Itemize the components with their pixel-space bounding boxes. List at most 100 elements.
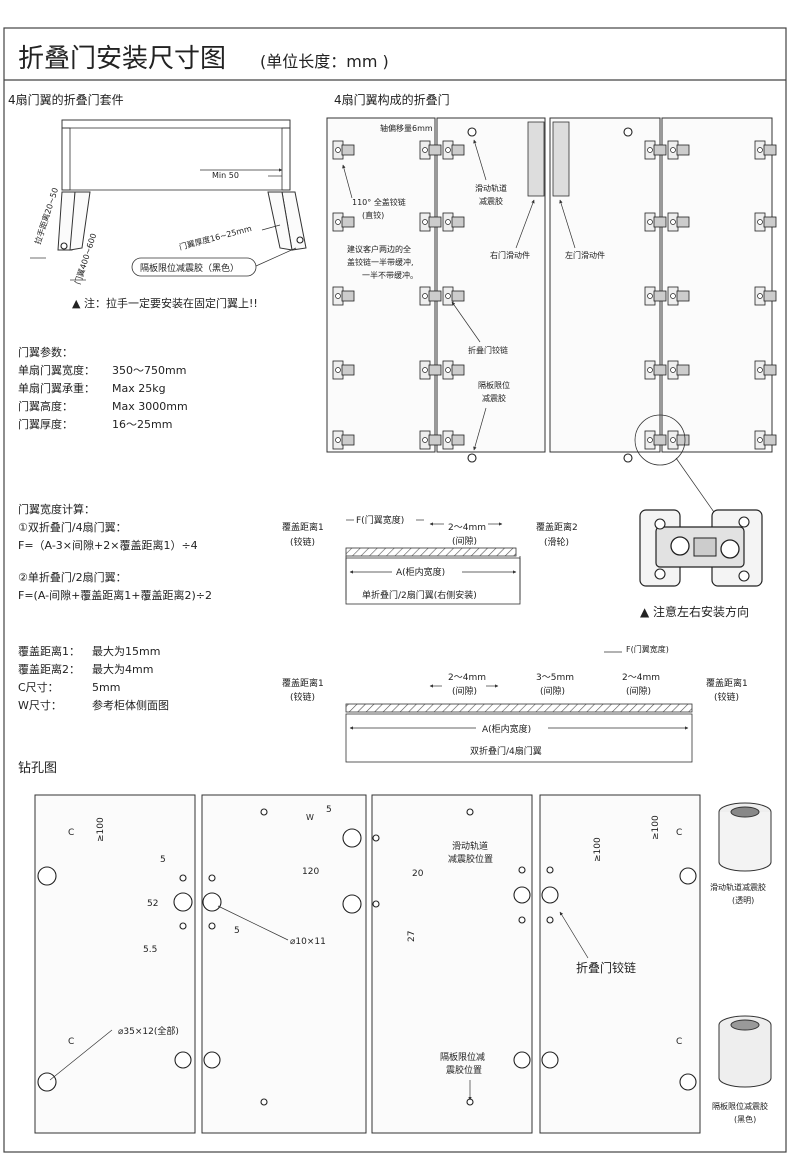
hinge-icon (754, 212, 777, 232)
hinge-icon (332, 140, 355, 160)
door-wing-hatch (345, 703, 693, 713)
c-dim-label: C (68, 1037, 74, 1047)
hinge-icon (332, 286, 355, 306)
double-formula: F=（A-3×间隙+2×覆盖距离1）÷4 (18, 538, 198, 552)
drill-panel-1 (34, 794, 196, 1134)
unit-text: (单位长度：mm ) (260, 52, 389, 71)
hinge-icon (419, 430, 442, 450)
hinge-icon (332, 430, 355, 450)
cabinet-outline (345, 713, 693, 763)
advice-text: 一半不带缓冲。 (362, 270, 418, 280)
single-formula: F=(A-间隙+覆盖距离1+覆盖距离2)÷2 (18, 588, 212, 602)
drill-hole (37, 866, 57, 886)
cover-value: 最大为15mm (92, 644, 160, 658)
drilling-section: 钻孔图 C ≥100 C 5 52 5.5 5 ⌀10×11 ⌀35×12(全部… (18, 761, 772, 1134)
hinge-icon (332, 360, 355, 380)
n52-label: 52 (147, 899, 158, 909)
track-bumper-sub: (透明) (732, 896, 754, 905)
drill-hole (260, 808, 268, 816)
drill-hole (208, 922, 216, 930)
hinge-icon (644, 212, 667, 232)
drilling-title: 钻孔图 (18, 761, 57, 776)
cover-value: 参考柜体侧面图 (92, 698, 169, 712)
hinge-icon (419, 360, 442, 380)
cover1-label: 覆盖距离1 (282, 677, 324, 689)
hinge-icon (667, 430, 690, 450)
handle-distance-label: 拉手距离20~50 (32, 186, 60, 245)
drill-hole (546, 916, 554, 924)
w-label: W (306, 813, 314, 822)
drill-hole (513, 886, 531, 904)
drill-panel-3 (371, 794, 533, 1134)
c-dim-label: C (68, 828, 74, 838)
drill-hole (202, 892, 222, 912)
hinge-icon (667, 360, 690, 380)
drill-hole (342, 894, 362, 914)
calc-heading: 门翼宽度计算： (18, 502, 95, 516)
hinge-icon (442, 212, 465, 232)
hinge-icon (644, 360, 667, 380)
param-label: 单扇门翼承重： (18, 381, 95, 395)
drill-hole (342, 828, 362, 848)
kit-section: 4扇门翼的折叠门套件 Min 50 拉手距离20~50 门翼400~600 门翼… (8, 92, 307, 310)
bumper-callout (131, 257, 257, 277)
param-value: Max 25kg (112, 382, 166, 395)
direction-note: ▲ 注意左右安装方向 (640, 604, 749, 619)
hinge-icon (754, 430, 777, 450)
n55-label: 5.5 (143, 945, 157, 955)
outer-frame (3, 27, 787, 1153)
drill-panel-4 (539, 794, 701, 1134)
drill-hole (518, 866, 526, 874)
drill-hole (541, 1051, 559, 1069)
track-pos-sub: 减震胶位置 (448, 853, 493, 865)
hinge-icon (667, 286, 690, 306)
hinge-icon (754, 140, 777, 160)
fold-hinge-label: 折叠门铰链 (468, 345, 508, 355)
door-panel-1 (326, 117, 436, 453)
gap-sub: (间隙) (452, 535, 477, 547)
bumper-pos-sub: 震胶位置 (446, 1064, 482, 1076)
n27-label: 27 (407, 931, 417, 942)
n5b-label: 5 (234, 926, 240, 936)
cabinet-top-panel (61, 119, 291, 129)
cover-label: W尺寸： (18, 698, 62, 712)
left-slider-label: 左门滑动件 (565, 250, 605, 260)
single-caption: 单折叠门/2扇门翼(右侧安装) (362, 589, 477, 601)
drill-hole (679, 1073, 697, 1091)
ge100-label: ≥100 (651, 815, 661, 840)
hinge-icon (754, 286, 777, 306)
c-dim-label: C (676, 1037, 682, 1047)
n120-label: 120 (302, 867, 319, 877)
track-label-sub: 减震胶 (479, 196, 503, 206)
param-label: 门翼厚度： (18, 417, 73, 431)
hinge-icon (754, 360, 777, 380)
drill-hole (466, 808, 474, 816)
param-value: Max 3000mm (112, 400, 188, 413)
param-label: 门翼高度： (18, 399, 73, 413)
drill-hole (518, 916, 526, 924)
hinge-group (332, 140, 777, 450)
kit-section-title: 4扇门翼的折叠门套件 (8, 92, 124, 107)
door-wing-hatch (345, 547, 517, 557)
f-width-label: F(门翼宽度) (356, 514, 404, 526)
a-width-label: A(柜内宽度) (482, 723, 531, 735)
shelf-bumper-icon (718, 1015, 772, 1088)
track-pos-label: 滑动轨道 (452, 840, 488, 852)
drill-hole (179, 922, 187, 930)
track-bumper-icon (718, 802, 772, 872)
cover1-sub: (铰链) (290, 536, 315, 548)
bumper-label-2: 减震胶 (482, 393, 506, 403)
gap-label: 2～4mm (448, 523, 486, 533)
bumper-label: 隔板限位减震胶（黑色） (140, 262, 239, 274)
drill-panel-2 (201, 794, 367, 1134)
drill-hole (679, 867, 697, 885)
shelf-bumper-sub: (黑色) (734, 1114, 756, 1124)
c-dim-label: C (676, 828, 682, 838)
drill-hole (372, 834, 380, 842)
cover1b-label: 覆盖距离1 (706, 677, 748, 689)
width-calculation: 门翼宽度计算： ①双折叠门/4扇门翼： F=（A-3×间隙+2×覆盖距离1）÷4… (18, 502, 212, 602)
assembly-section: 4扇门翼构成的折叠门 轴偏移量6mm 110° 全盖铰链 (直铰) 滑动轨道 减… (326, 92, 777, 619)
gap-a-sub: (间隙) (452, 685, 477, 697)
param-value: 16～25mm (112, 418, 172, 431)
